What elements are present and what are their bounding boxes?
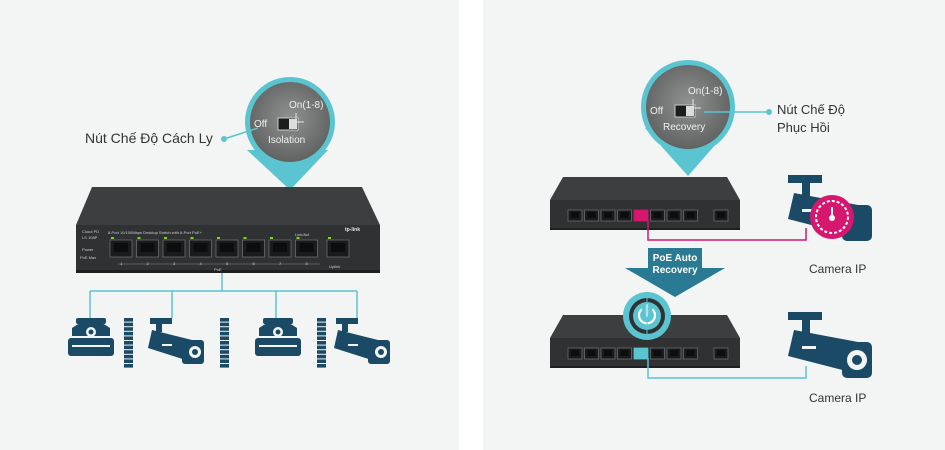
bullet-camera-icon	[148, 318, 204, 364]
bullet-camera-icon	[334, 318, 390, 364]
isolation-mode-label: Nút Chế Độ Cách Ly	[85, 130, 213, 146]
recovery-mode-label-line2: Phục Hồi	[777, 120, 830, 135]
recovery-switch-name: Recovery	[663, 122, 706, 133]
port-number-label: 2	[146, 261, 149, 266]
isolation-toggle-knob	[289, 119, 297, 129]
uplink-port-icon	[326, 237, 350, 258]
dome-camera-icon	[68, 318, 114, 356]
isolation-on-label: On(1-8)	[289, 100, 324, 111]
recovery-off-label: Off	[650, 106, 664, 117]
camera-ip-label-bottom: Camera IP	[809, 391, 867, 405]
arrow-label-line1: PoE Auto	[652, 253, 698, 264]
port-number-label: 3	[173, 261, 176, 266]
isolation-callout-line	[223, 127, 259, 140]
port-number-label: 1	[120, 261, 123, 266]
device-poe-label: PoE	[214, 267, 222, 272]
ethernet-port-icon	[242, 237, 265, 258]
isolation-callout-dot	[221, 136, 227, 142]
port-number-label: 7	[279, 261, 282, 266]
device-poe-max-label: PoE Max	[80, 255, 97, 260]
ethernet-port-icon	[295, 237, 318, 258]
right-panel	[483, 0, 945, 450]
camera-ip-label-top: Camera IP	[809, 262, 867, 276]
isolation-off-label: Off	[254, 119, 268, 130]
firewall-wall-icon	[124, 318, 133, 368]
port-number-label: 4	[199, 261, 202, 266]
ethernet-port-icon	[162, 237, 186, 258]
isolation-switch-name: Isolation	[268, 135, 306, 146]
isolation-magnifier	[245, 77, 335, 190]
left-port-row	[109, 237, 350, 258]
firewall-wall-icon	[317, 318, 326, 368]
recovery-mode-label-line1: Nút Chế Độ	[777, 102, 845, 117]
switch-device-left	[76, 187, 380, 273]
port-number-label: 6	[252, 261, 255, 266]
device-title: 8-Port 10/100Mbps Desktop Switch with 8-…	[108, 230, 202, 235]
ethernet-port-icon	[109, 237, 133, 258]
port-number-label: 8	[305, 261, 308, 266]
ethernet-port-icon	[189, 237, 212, 258]
isolation-illustration	[68, 77, 390, 368]
device-model-line2: LS 108P	[82, 235, 98, 240]
device-model-line1: Cloud PD	[82, 229, 100, 234]
arrow-label-line2: Recovery	[652, 265, 698, 276]
port-number-label: 5	[226, 261, 229, 266]
dome-camera-icon	[255, 318, 301, 356]
brand-logo: tp-link	[345, 227, 360, 233]
left-connection-lines	[89, 273, 358, 318]
ethernet-port-icon	[268, 237, 292, 258]
device-linkact-label: Link/Act	[295, 232, 310, 237]
recovery-on-label: On(1-8)	[688, 86, 723, 97]
device-power-label: Power	[82, 247, 94, 252]
ethernet-port-icon	[136, 237, 159, 258]
device-uplink-label: Uplink	[329, 264, 341, 269]
ethernet-port-icon	[215, 237, 239, 258]
firewall-wall-icon	[220, 318, 229, 368]
